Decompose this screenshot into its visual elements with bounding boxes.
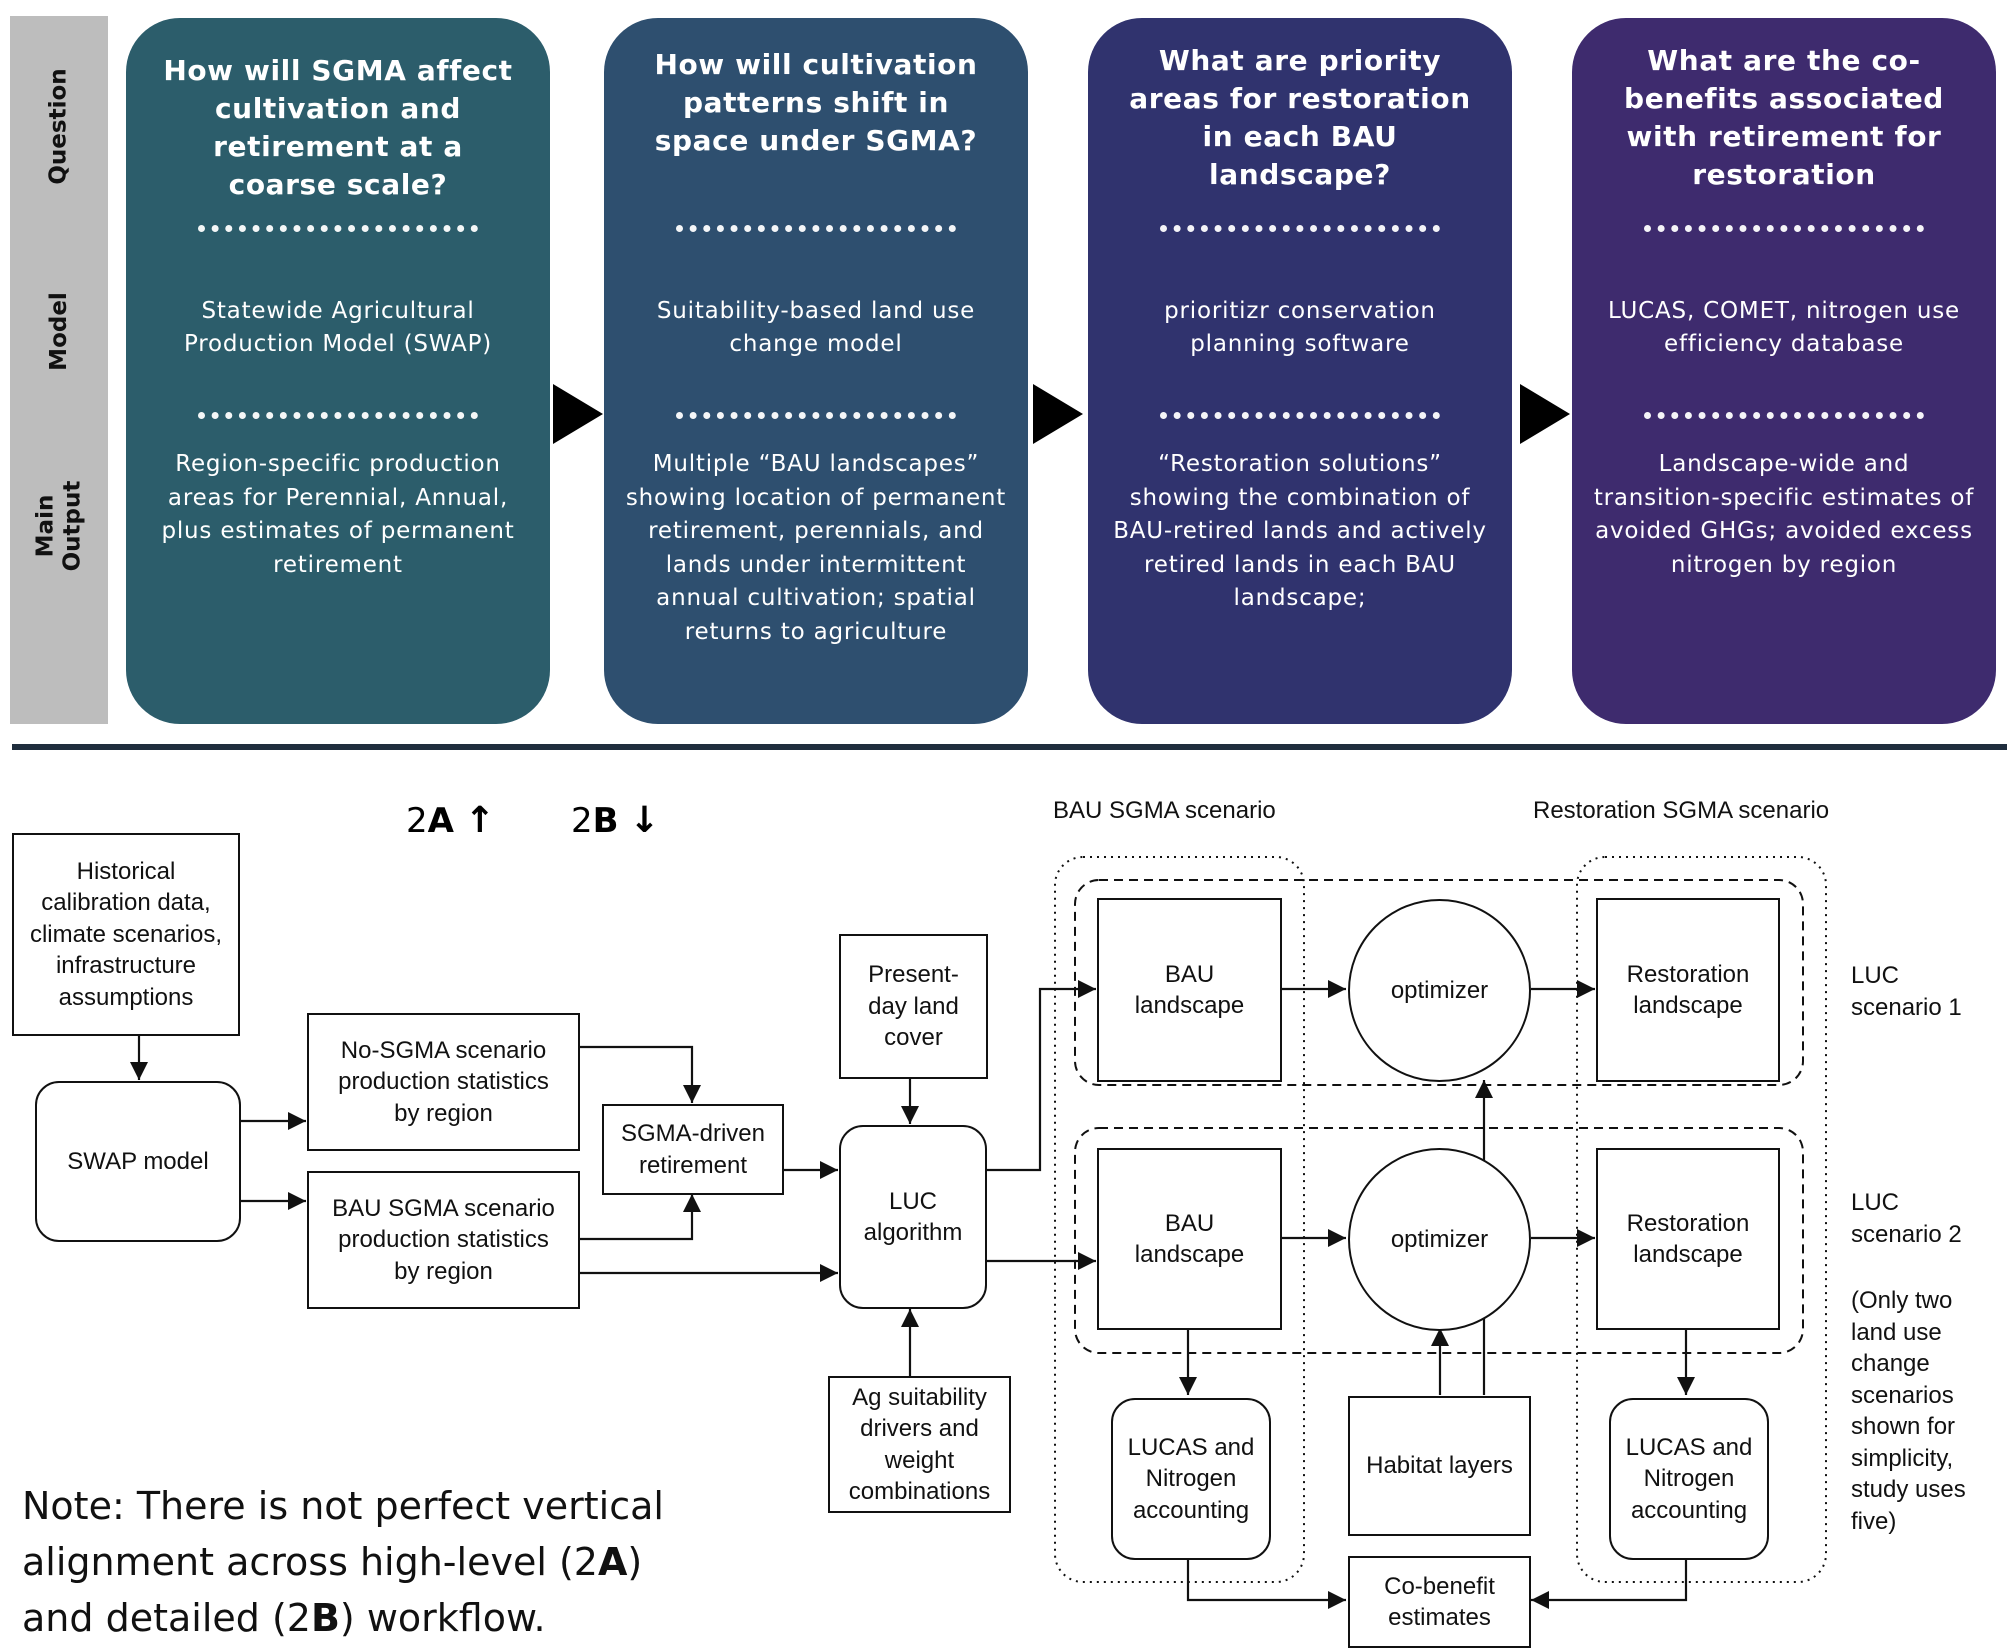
panel-output: Landscape-wide and transition-specific e… bbox=[1593, 451, 1975, 578]
panel-output: Multiple “BAU landscapes” showing locati… bbox=[625, 451, 1007, 645]
restoration-scenario-header: Restoration SGMA scenario bbox=[1533, 797, 1830, 824]
lucas-nitrogen-restoration-box: LUCAS and Nitrogen accounting bbox=[1609, 1398, 1769, 1560]
section-divider bbox=[12, 744, 2007, 750]
luc-scenario-2-label: LUC scenario 2 bbox=[1851, 1189, 1962, 1248]
historical-calibration-box: Historical calibration data, climate sce… bbox=[12, 833, 240, 1036]
dotted-separator bbox=[1160, 412, 1440, 419]
luc-side-note: (Only two land use change scenarios show… bbox=[1851, 1287, 1966, 1535]
present-day-land-cover-box: Present- day land cover bbox=[839, 934, 988, 1079]
dotted-separator bbox=[1644, 412, 1924, 419]
lucas-nitrogen-bau-box: LUCAS and Nitrogen accounting bbox=[1111, 1398, 1271, 1560]
dotted-separator bbox=[1644, 225, 1924, 232]
dotted-separator bbox=[198, 225, 478, 232]
panel-prioritizr: What are priority areas for restoration … bbox=[1088, 18, 1512, 724]
connector-arrow bbox=[1186, 1560, 1346, 1609]
luc-scenario-1-group bbox=[1074, 879, 1804, 1086]
panel-output: “Restoration solutions” showing the comb… bbox=[1113, 451, 1487, 611]
panel-question: How will SGMA affect cultivation and ret… bbox=[163, 54, 513, 201]
panel-model: prioritizr conservation planning softwar… bbox=[1164, 298, 1436, 357]
panel-swap: How will SGMA affect cultivation and ret… bbox=[126, 18, 550, 724]
connector-arrow bbox=[579, 1194, 701, 1241]
connector-arrow bbox=[1531, 1560, 1688, 1609]
panel-question: How will cultivation patterns shift in s… bbox=[654, 48, 978, 157]
restoration-landscape-1-box: Restoration landscape bbox=[1596, 898, 1780, 1082]
panel-cobenefits: What are the co-benefits associated with… bbox=[1572, 18, 1996, 724]
panel-question: What are priority areas for restoration … bbox=[1129, 44, 1471, 191]
no-sgma-statistics-box: No-SGMA scenario production statistics b… bbox=[307, 1013, 580, 1151]
panel-luc: How will cultivation patterns shift in s… bbox=[604, 18, 1028, 724]
flow-arrow-icon bbox=[1520, 384, 1570, 444]
cobenefit-estimates-box: Co-benefit estimates bbox=[1348, 1556, 1531, 1648]
alignment-note: Note: There is not perfect vertical alig… bbox=[22, 1484, 664, 1640]
row-label-sidebar: Question Model Main Output bbox=[10, 16, 108, 724]
panel-model: Statewide Agricultural Production Model … bbox=[183, 298, 493, 357]
dotted-separator bbox=[676, 412, 956, 419]
arrow-down-icon: ↓ bbox=[629, 800, 660, 841]
bau-sgma-statistics-box: BAU SGMA scenario production statistics … bbox=[307, 1171, 580, 1309]
panel-model: Suitability-based land use change model bbox=[656, 298, 976, 357]
label-2a: 2A ↑ bbox=[406, 800, 495, 841]
luc-scenario-1-label: LUC scenario 1 bbox=[1851, 962, 1962, 1021]
swap-model-box: SWAP model bbox=[35, 1081, 241, 1242]
dotted-separator bbox=[198, 412, 478, 419]
connector-arrow bbox=[984, 980, 1096, 1172]
panel-question: What are the co-benefits associated with… bbox=[1624, 44, 1944, 191]
ag-suitability-box: Ag suitability drivers and weight combin… bbox=[828, 1376, 1011, 1513]
restoration-landscape-2-box: Restoration landscape bbox=[1596, 1148, 1780, 1330]
arrow-up-icon: ↑ bbox=[464, 800, 495, 841]
label-2b: 2B ↓ bbox=[571, 800, 660, 841]
bau-landscape-1-box: BAU landscape bbox=[1097, 898, 1282, 1082]
flow-arrow-icon bbox=[1033, 384, 1083, 444]
panel-model: LUCAS, COMET, nitrogen use efficiency da… bbox=[1608, 298, 1960, 357]
connector-arrow bbox=[579, 1045, 701, 1103]
dotted-separator bbox=[1160, 225, 1440, 232]
bau-landscape-2-box: BAU landscape bbox=[1097, 1148, 1282, 1330]
habitat-layers-box: Habitat layers bbox=[1348, 1396, 1531, 1536]
sgma-retirement-box: SGMA-driven retirement bbox=[602, 1104, 784, 1195]
optimizer-2-circle: optimizer bbox=[1348, 1148, 1531, 1331]
dotted-separator bbox=[676, 225, 956, 232]
panel-output: Region-specific production areas for Per… bbox=[161, 451, 515, 578]
optimizer-1-circle: optimizer bbox=[1348, 899, 1531, 1082]
flow-arrow-icon bbox=[553, 384, 603, 444]
luc-algorithm-box: LUC algorithm bbox=[839, 1125, 987, 1309]
bau-scenario-header: BAU SGMA scenario bbox=[1053, 797, 1276, 824]
